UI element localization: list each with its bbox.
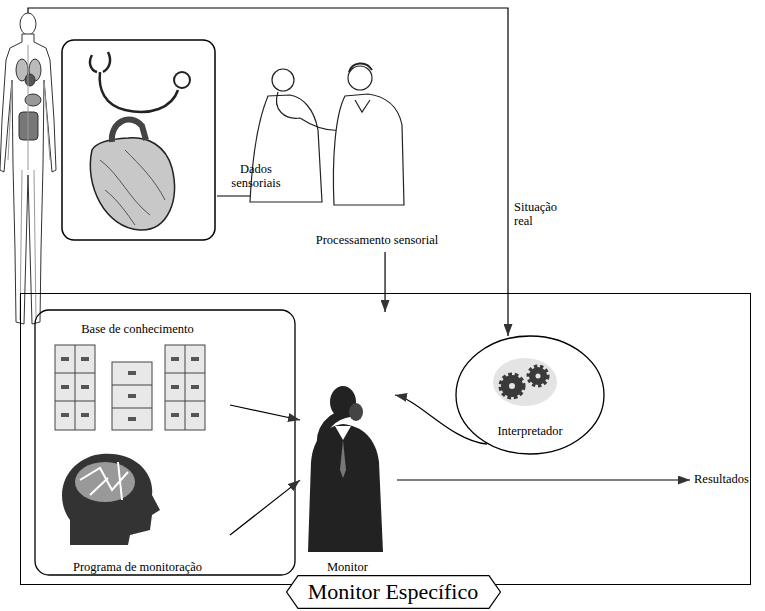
- gears-icon: [493, 358, 557, 406]
- file-cabinets: [61, 357, 69, 361]
- gears-icon: [509, 383, 515, 389]
- file-cabinets: [191, 413, 199, 417]
- brain-head: [62, 454, 160, 545]
- sensory-processing: Processamento sensorial: [262, 55, 492, 252]
- human-figure: [0, 13, 56, 324]
- flow-arrow: [230, 480, 300, 535]
- flow-label: Situação real: [514, 200, 574, 229]
- file-cabinets: [171, 413, 179, 417]
- file-cabinets: [128, 371, 136, 375]
- node-caption: Programa de monitoração: [73, 560, 202, 574]
- doctor-patient-picture: [277, 92, 345, 131]
- knowledge-panel: [35, 310, 295, 575]
- human-figure: [20, 13, 36, 35]
- stethoscope-icon: [90, 52, 178, 112]
- results-arrow: [397, 479, 690, 480]
- file-cabinets: [81, 413, 89, 417]
- file-cabinets: [81, 357, 89, 361]
- file-cabinets: [165, 345, 205, 430]
- heart-picture: [90, 119, 174, 230]
- monitor-person: [308, 386, 383, 552]
- brain-head: [80, 462, 128, 500]
- file-cabinets: [112, 385, 152, 408]
- gears-icon: [493, 358, 557, 406]
- flow-label: Dados sensoriais: [224, 162, 288, 191]
- node-caption: Base de conhecimento: [81, 322, 193, 336]
- node-caption: Interpretador: [497, 424, 562, 438]
- stethoscope-icon: [90, 52, 190, 112]
- monitor-person: [335, 426, 351, 440]
- file-cabinets: [191, 385, 199, 389]
- flow-arrow: [230, 405, 300, 420]
- heart-picture: [100, 150, 165, 225]
- node-caption: Processamento sensorial: [316, 233, 439, 247]
- file-cabinets: [112, 362, 152, 430]
- brain-head: [75, 462, 135, 502]
- sensor-box: [62, 40, 215, 240]
- human-figure: [25, 74, 35, 86]
- file-cabinets: [61, 413, 69, 417]
- monitor-figure: Monitor: [300, 312, 395, 578]
- ellipse-outline: [456, 336, 604, 454]
- heart-picture: [90, 138, 174, 230]
- file-cabinets: [55, 345, 95, 430]
- flow-arrow: [384, 252, 385, 312]
- doctor-patient-picture: [348, 66, 372, 90]
- monitor-frame: Monitor EspecíficoBase de conhecimentoPr…: [20, 293, 751, 585]
- file-cabinets: [171, 385, 179, 389]
- human-figure: [8, 45, 50, 320]
- file-cabinets: [128, 417, 136, 421]
- human-figure: [0, 34, 56, 324]
- heart-picture: [112, 119, 146, 142]
- frame-tab: Monitor Específico: [286, 575, 501, 609]
- results-arrow: [397, 480, 690, 481]
- reality-line: [28, 8, 508, 336]
- node-caption: Monitor: [327, 560, 368, 574]
- human-figure: [25, 94, 41, 106]
- file-cabinets: [55, 345, 205, 430]
- stethoscope-icon: [174, 72, 190, 88]
- file-cabinets: [61, 385, 69, 389]
- monitor-person: [349, 403, 363, 421]
- file-cabinets: [171, 357, 179, 361]
- monitoring-program: Programa de monitoração: [45, 452, 230, 578]
- gears-icon: [529, 367, 547, 385]
- interpreter-ellipse: Interpretador: [455, 335, 605, 455]
- frame-title: Monitor Específico: [308, 579, 478, 604]
- doctor-patient-picture: [349, 63, 372, 72]
- knowledge-panel: [35, 310, 295, 575]
- doctor-patient-picture: [272, 69, 294, 91]
- gears-icon: [501, 375, 523, 397]
- flow-arrow: [395, 395, 487, 444]
- gears-icon: [536, 374, 541, 379]
- file-cabinets: [55, 345, 95, 430]
- reality-line: [28, 8, 508, 336]
- monitor-person: [321, 412, 352, 450]
- output-label: Resultados: [694, 472, 762, 486]
- monitor-person: [340, 440, 346, 478]
- file-cabinets: [61, 357, 199, 421]
- file-cabinets: [191, 357, 199, 361]
- knowledge-base: Base de conhecimento: [45, 318, 230, 438]
- doctor-patient-picture: [333, 94, 404, 205]
- file-cabinets: [81, 385, 89, 389]
- file-cabinets: [165, 345, 205, 430]
- doctor-patient-picture: [355, 100, 370, 112]
- file-cabinets: [128, 394, 136, 398]
- brain-head: [62, 454, 160, 545]
- tab-outline: [286, 576, 500, 609]
- sensor-box: [62, 40, 215, 240]
